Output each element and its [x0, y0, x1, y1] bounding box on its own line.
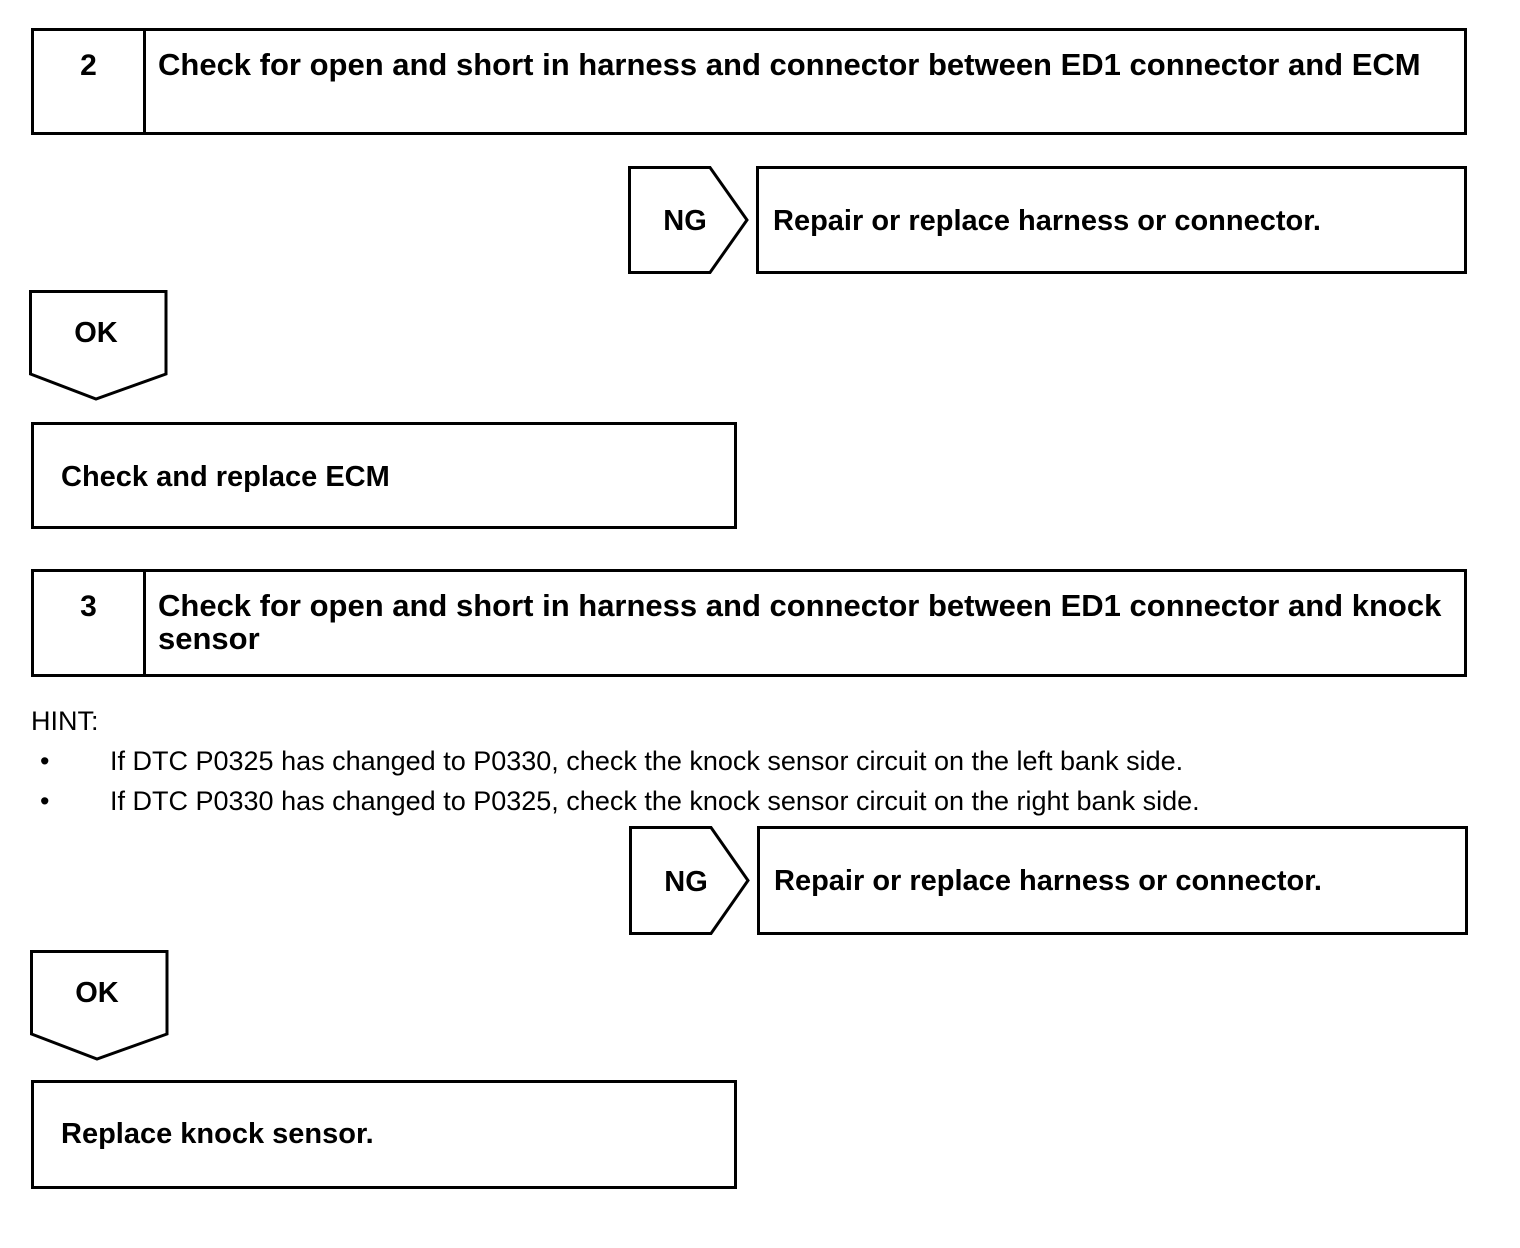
ok-action-text: Replace knock sensor.: [61, 1118, 374, 1150]
ok-label: OK: [75, 977, 119, 1009]
ok-arrow: OK: [29, 290, 168, 401]
ng-arrow: NG: [629, 826, 750, 935]
ng-action-text: Repair or replace harness or connector.: [773, 205, 1321, 237]
ng-action-text: Repair or replace harness or connector.: [774, 865, 1322, 897]
step-title: Check for open and short in harness and …: [158, 588, 1442, 656]
ok-action-box: Replace knock sensor.: [31, 1080, 737, 1189]
ng-label: NG: [663, 205, 707, 237]
step-title: Check for open and short in harness and …: [158, 47, 1421, 82]
ok-action-box: Check and replace ECM: [31, 422, 737, 529]
bullet-icon: •: [40, 746, 50, 776]
ng-action-box: Repair or replace harness or connector.: [757, 826, 1468, 935]
ng-arrow: NG: [628, 166, 749, 274]
ok-arrow: OK: [30, 950, 169, 1061]
ok-action-text: Check and replace ECM: [61, 461, 390, 493]
step-3-header: 3 Check for open and short in harness an…: [31, 569, 1467, 677]
ng-label: NG: [664, 866, 708, 898]
hint-label: HINT:: [31, 706, 99, 736]
step-number: 3: [34, 572, 146, 674]
bullet-icon: •: [40, 786, 50, 816]
step-number: 2: [34, 31, 146, 132]
ng-action-box: Repair or replace harness or connector.: [756, 166, 1467, 274]
step-2-header: 2 Check for open and short in harness an…: [31, 28, 1467, 135]
ok-label: OK: [74, 317, 118, 349]
